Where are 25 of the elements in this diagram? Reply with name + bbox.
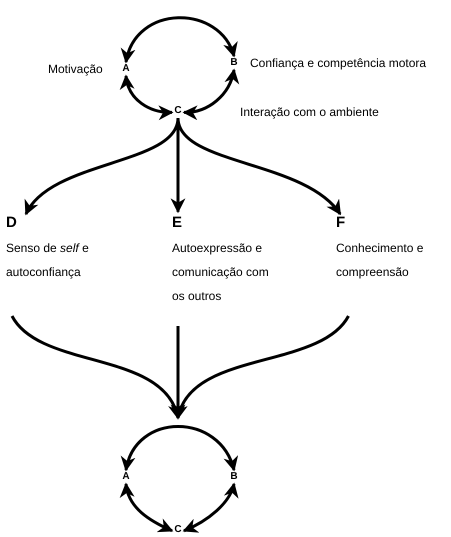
arrow xyxy=(182,482,238,532)
node-letter: F xyxy=(336,214,346,232)
annotation-text: Interação com o ambiente xyxy=(240,104,379,120)
arrow xyxy=(176,118,342,216)
node-label: Senso de self e autoconfiança xyxy=(6,240,90,281)
node-letter: A xyxy=(121,470,131,484)
node-label: Autoexpressão e comunicação com os outros xyxy=(172,240,270,305)
node-label: Conhecimento e compreensão xyxy=(336,240,424,281)
arrow xyxy=(122,16,236,64)
node-letter: A xyxy=(121,62,131,76)
node-letter: B xyxy=(229,56,239,70)
arrow xyxy=(170,326,186,420)
arrow xyxy=(182,68,238,120)
node-letter: C xyxy=(173,523,183,537)
arrow xyxy=(122,425,236,472)
node-caption: Confiança e competência motora xyxy=(250,55,426,71)
node-caption: Motivação xyxy=(48,61,103,77)
node-letter: D xyxy=(6,214,17,232)
node-letter: C xyxy=(173,104,183,118)
arrow xyxy=(120,74,174,120)
arrow xyxy=(175,315,350,420)
arrow xyxy=(10,315,180,420)
node-letter: B xyxy=(229,470,239,484)
node-letter: E xyxy=(172,214,182,232)
arrow xyxy=(120,482,174,532)
